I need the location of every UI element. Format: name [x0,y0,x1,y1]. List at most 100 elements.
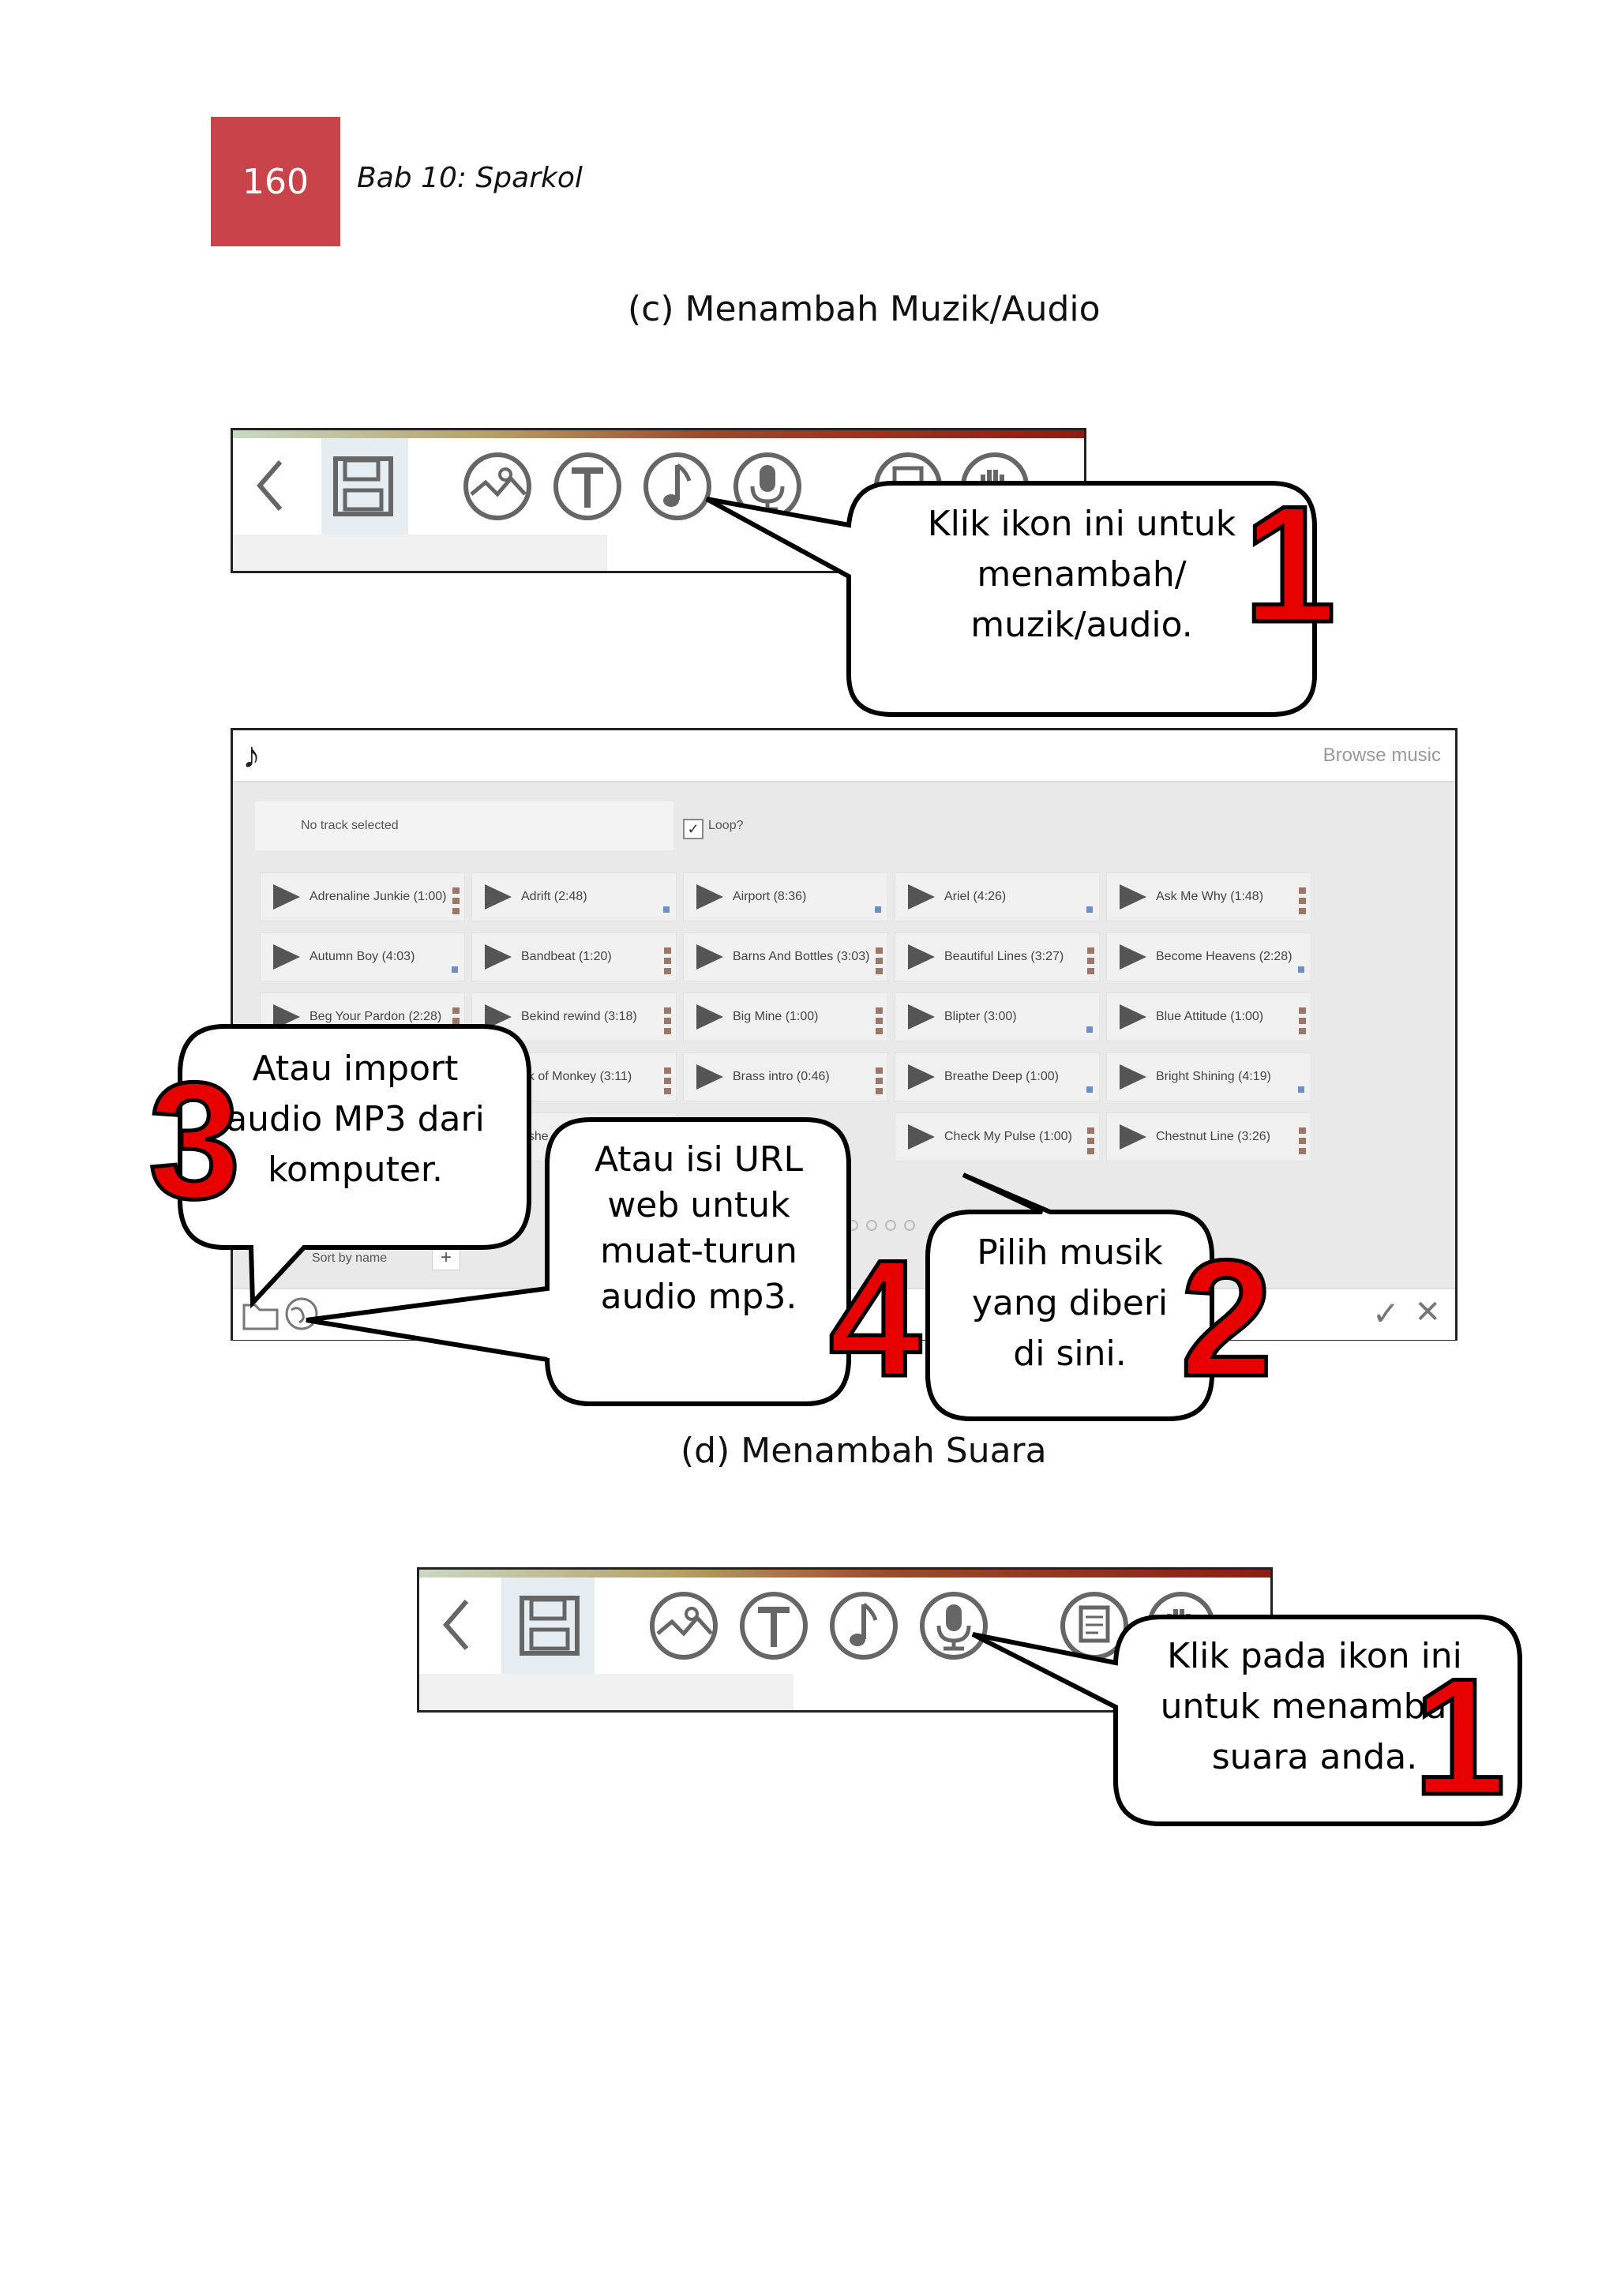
music-icon[interactable] [828,1590,899,1661]
track-label: Adrift (2:48) [521,890,587,903]
callout-c1-number: 1 [1242,471,1338,657]
play-icon[interactable] [908,1004,935,1030]
volume-bars-icon [664,1007,671,1034]
volume-bars-icon [664,1067,671,1094]
callout-c1-line: Klik ikon ini untuk [927,504,1236,544]
loop-checkbox[interactable]: ✓ [683,819,703,839]
page-dot[interactable] [904,1220,915,1231]
music-icon[interactable] [642,451,713,522]
callout-c4-overlay [306,1117,851,1406]
callout-c3-overlay [178,1024,531,1309]
volume-bars-icon [664,947,671,974]
play-icon[interactable] [696,1004,723,1030]
track-item[interactable]: Become Heavens (2:28) [1106,932,1311,981]
track-item[interactable]: Ariel (4:26) [895,872,1100,921]
text-icon[interactable] [552,451,623,522]
track-item[interactable]: Chestnut Line (3:26) [1106,1112,1311,1161]
track-item[interactable]: Breathe Deep (1:00) [895,1052,1100,1101]
play-icon[interactable] [1120,884,1146,910]
play-icon[interactable] [908,884,935,910]
volume-bars-icon [1299,887,1306,914]
callout-d1-number: 1 [1412,1644,1508,1829]
image-icon[interactable] [648,1590,719,1661]
browse-music-label: Browse music [1322,745,1441,766]
track-label: Beautiful Lines (3:27) [944,950,1064,963]
track-label: Chestnut Line (3:26) [1156,1130,1270,1143]
play-icon[interactable] [908,1124,935,1150]
callout-c4-line: muat-turun [600,1231,797,1271]
play-icon[interactable] [1120,944,1146,970]
track-item[interactable]: Airport (8:36) [683,872,888,921]
track-item[interactable]: Check My Pulse (1:00) [895,1112,1100,1161]
sort-label[interactable]: Sort by name [312,1251,388,1265]
play-icon[interactable] [696,944,723,970]
track-label: Blue Attitude (1:00) [1156,1010,1264,1023]
play-icon[interactable] [485,884,512,910]
track-item[interactable]: Blue Attitude (1:00) [1106,992,1311,1041]
play-icon[interactable] [1120,1004,1146,1030]
play-icon[interactable] [273,944,300,970]
track-label: Ariel (4:26) [944,890,1007,903]
play-icon[interactable] [273,884,300,910]
microphone-icon[interactable] [918,1590,989,1661]
play-icon[interactable] [1120,1064,1146,1090]
section-d-caption: (d) Menambah Suara [681,1431,1047,1471]
track-item[interactable]: Autumn Boy (4:03) [260,932,465,981]
play-icon[interactable] [1120,1124,1146,1150]
back-icon[interactable] [435,1593,482,1656]
save-icon[interactable] [514,1590,585,1661]
callout-c1-text: Klik ikon ini untuk menambah/ muzik/audi… [884,499,1279,651]
track-label: Bandbeat (1:20) [521,950,612,963]
track-item[interactable]: Brass intro (0:46) [683,1052,888,1101]
text-icon[interactable] [738,1590,809,1661]
folder-icon[interactable] [241,1297,280,1332]
play-icon[interactable] [696,1064,723,1090]
volume-bars-icon [1087,1127,1094,1154]
callout-d1-line: suara anda. [1211,1737,1418,1777]
track-marker-icon [1298,966,1304,973]
close-button[interactable]: ✕ [1414,1295,1441,1330]
volume-bars-icon [1299,1127,1306,1154]
page-number-badge: 160 [211,117,340,246]
track-item[interactable]: Big Mine (1:00) [683,992,888,1041]
track-item[interactable]: Blipter (3:00) [895,992,1100,1041]
callout-c1-bubble [705,481,1317,717]
page-dot[interactable] [885,1220,896,1231]
track-label: Autumn Boy (4:03) [310,950,415,963]
callout-d1-overlay [971,1615,1522,1826]
callout-d1-line: untuk menambah [1160,1686,1469,1727]
play-icon[interactable] [908,1064,935,1090]
track-item[interactable]: Beautiful Lines (3:27) [895,932,1100,981]
save-icon[interactable] [328,451,399,522]
image-icon[interactable] [462,451,533,522]
play-icon[interactable] [485,944,512,970]
toolbar-gradient [419,1570,1270,1578]
play-icon[interactable] [908,944,935,970]
track-item[interactable]: Barns And Bottles (3:03) [683,932,888,981]
track-label: Beg Your Pardon (2:28) [310,1010,442,1023]
callout-c2-line: yang diberi [971,1283,1169,1323]
track-item[interactable]: Adrenaline Junkie (1:00) [260,872,465,921]
track-item[interactable]: Bright Shining (4:19) [1106,1052,1311,1101]
callout-c1-line: muzik/audio. [970,605,1193,645]
track-marker-icon [1086,1086,1093,1093]
page-dot[interactable] [866,1220,877,1231]
track-label: Blipter (3:00) [944,1010,1017,1023]
callout-c2-line: di sini. [1013,1334,1127,1374]
play-icon[interactable] [696,884,723,910]
globe-icon[interactable] [283,1296,320,1332]
track-label: Bekind rewind (3:18) [521,1010,637,1023]
track-label: Big Mine (1:00) [733,1010,819,1023]
volume-bars-icon [1087,947,1094,974]
back-icon[interactable] [249,454,296,517]
callout-c2-line: Pilih musik [977,1232,1163,1273]
track-item[interactable]: Bandbeat (1:20) [471,932,677,981]
track-item[interactable]: Adrift (2:48) [471,872,677,921]
track-item[interactable]: Ask Me Why (1:48) [1106,872,1311,921]
callout-d1-text: Klik pada ikon ini untuk menambah suara … [1129,1631,1500,1783]
confirm-button[interactable]: ✓ [1371,1295,1400,1332]
callout-c2-overlay [925,1172,1214,1421]
callout-c3-line: Atau import [252,1049,459,1089]
callout-c2-number: 2 [1179,1225,1275,1411]
track-label: Ask Me Why (1:48) [1156,890,1264,903]
